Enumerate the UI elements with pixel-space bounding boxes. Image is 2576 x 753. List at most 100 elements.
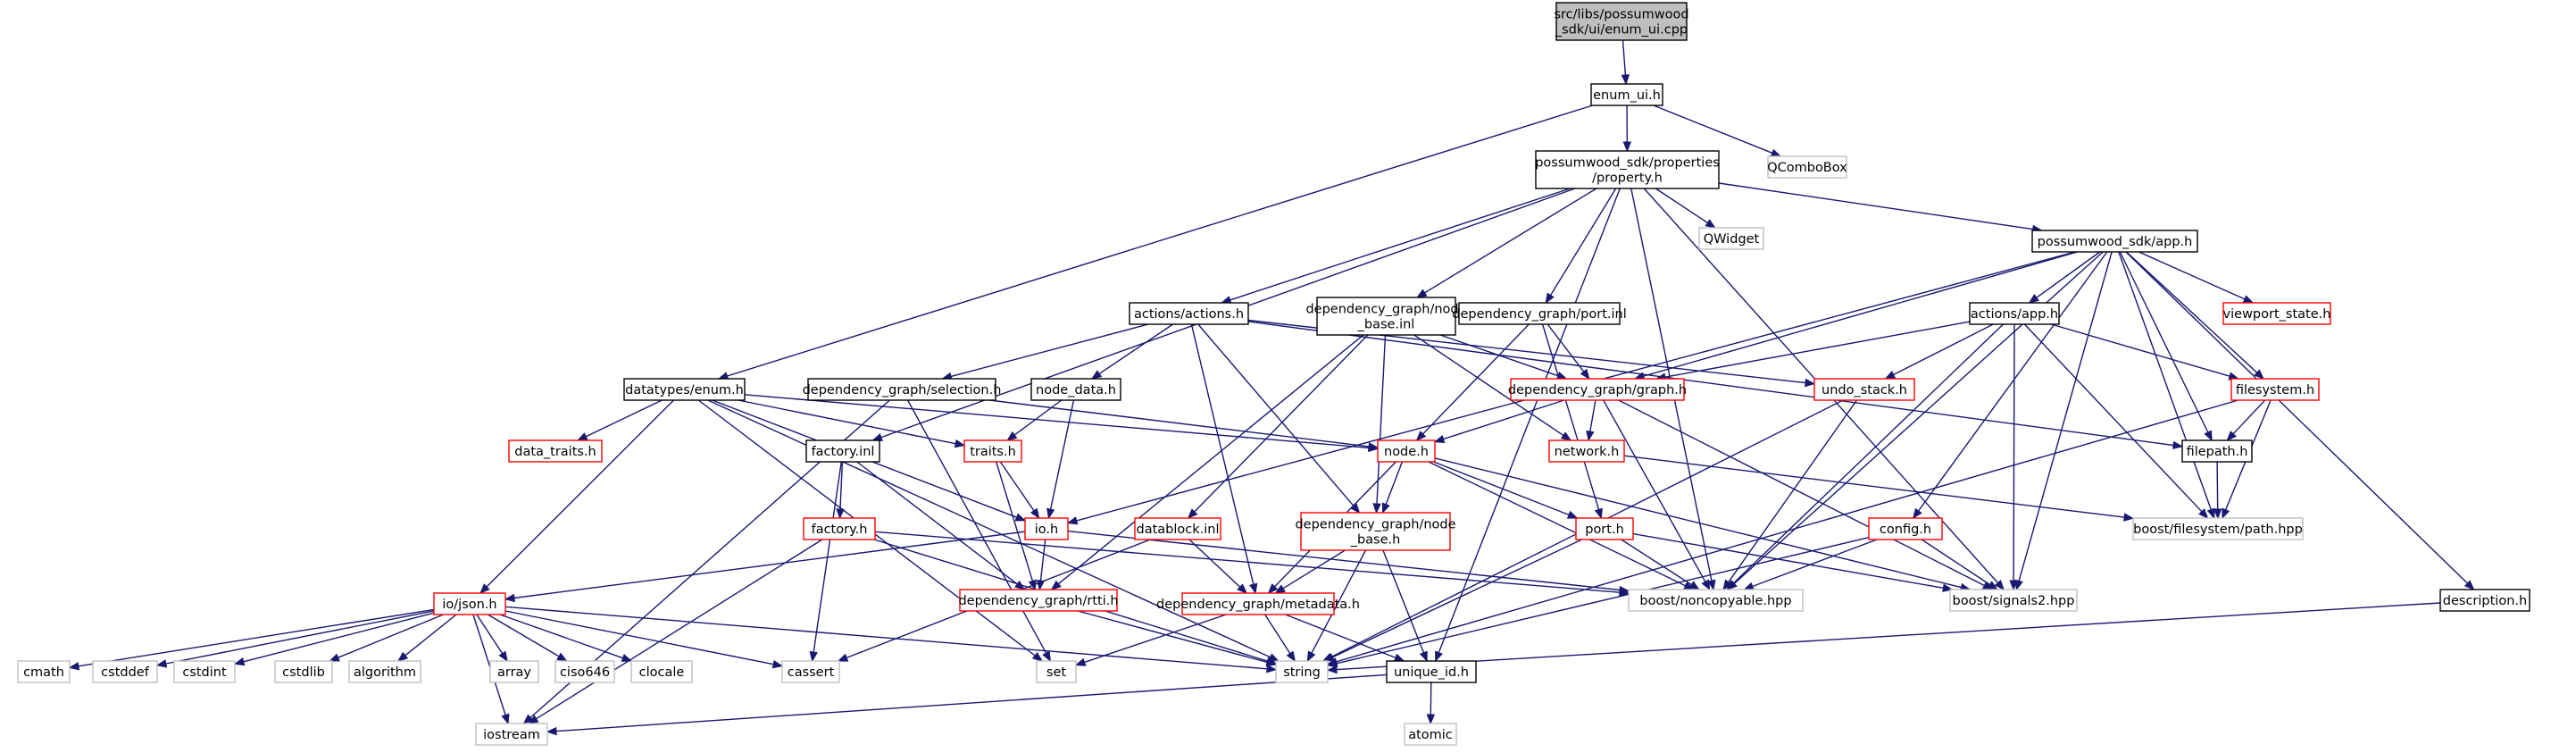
node-app[interactable]: possumwood_sdk/app.h <box>2031 230 2198 253</box>
node-box <box>1949 589 2078 612</box>
edge-actions_actions-to-node_base_h <box>1197 323 1361 515</box>
node-label: cassert <box>788 665 835 680</box>
node-box <box>92 660 158 683</box>
edge-property-to-unique_id <box>1435 188 1621 663</box>
edge-io_json-to-algorithm <box>396 614 457 662</box>
arrowhead <box>479 583 490 594</box>
node-io-h[interactable]: io.h <box>1024 517 1069 540</box>
edge-metadata-to-set <box>1074 614 1227 666</box>
arrowhead <box>1372 503 1381 515</box>
node-node-base-h[interactable]: dependency_graph/node_base.h <box>1295 512 1456 551</box>
node-box <box>1134 517 1221 540</box>
node-metadata[interactable]: dependency_graph/metadata.h <box>1156 592 1360 615</box>
edge-app-to-config <box>1912 251 2108 520</box>
node-box <box>2031 230 2198 253</box>
node-label: network.h <box>1555 445 1620 459</box>
node-label: _base.inl <box>1357 317 1415 331</box>
node-filesystem[interactable]: filesystem.h <box>2230 378 2320 401</box>
node-array: array <box>489 660 539 683</box>
node-box <box>508 439 603 463</box>
node-box <box>1535 150 1720 189</box>
node-cmath: cmath <box>17 660 71 683</box>
arrowhead <box>155 659 168 668</box>
node-data-traits[interactable]: data_traits.h <box>508 439 603 463</box>
node-box <box>1386 660 1477 683</box>
edge-factory_inl-to-cassert <box>809 461 842 663</box>
node-datatypes-enum[interactable]: datatypes/enum.h <box>623 378 746 401</box>
arrowhead <box>1265 657 1278 666</box>
node-node-data[interactable]: node_data.h <box>1030 378 1121 401</box>
node-factory-inl[interactable]: factory.inl <box>805 439 880 463</box>
node-actions-app[interactable]: actions/app.h <box>1969 302 2060 325</box>
node-property[interactable]: possumwood_sdk/properties/property.h <box>1535 150 1720 189</box>
node-label: iostream <box>483 728 540 742</box>
edge-io_json-to-clocale <box>499 614 633 662</box>
edge-config-to-signals2 <box>1921 539 1998 590</box>
node-port-h[interactable]: port.h <box>1575 517 1634 540</box>
node-box <box>274 660 333 683</box>
node-traits[interactable]: traits.h <box>963 439 1022 463</box>
node-unique-id[interactable]: unique_id.h <box>1386 660 1477 683</box>
arrowhead <box>1622 141 1632 153</box>
node-label: dependency_graph/port.inl <box>1452 307 1626 322</box>
edge-actions_app-to-signals2 <box>2009 323 2018 591</box>
node-label: set <box>1046 665 1066 680</box>
edge-graph-to-node_h <box>1433 399 1565 443</box>
arrowhead <box>1393 653 1405 662</box>
edge-node_base_inl-to-node_base_h <box>1372 334 1387 515</box>
edge-node_h-to-noncopyable <box>1428 461 1695 590</box>
edge-metadata-to-unique_id <box>1285 614 1405 662</box>
arrowhead <box>2198 508 2209 519</box>
node-network[interactable]: network.h <box>1548 439 1625 463</box>
node-box <box>1030 378 1121 401</box>
edge-property-to-qwidget <box>1655 188 1716 229</box>
arrowhead <box>576 432 588 441</box>
node-box <box>623 378 746 401</box>
node-boost-path: boost/filesystem/path.hpp <box>2132 517 2304 540</box>
node-root[interactable]: src/libs/possumwood_sdk/ui/enum_ui.cpp <box>1554 2 1689 41</box>
arrowhead <box>2009 580 2018 591</box>
edge-unique_id-to-iostream <box>546 674 1388 736</box>
node-enum-ui[interactable]: enum_ui.h <box>1590 83 1663 106</box>
node-rtti[interactable]: dependency_graph/rtti.h <box>958 589 1119 612</box>
arrowhead <box>2206 507 2215 520</box>
node-box <box>1129 302 1249 325</box>
arrowhead <box>527 715 539 724</box>
node-box <box>489 660 539 683</box>
edge-port_inl-to-node_h <box>1415 323 1530 441</box>
node-io-json[interactable]: io/json.h <box>433 592 506 615</box>
node-node-base-inl[interactable]: dependency_graph/node_base.inl <box>1305 297 1467 336</box>
node-viewport-state[interactable]: viewport_state.h <box>2222 302 2331 325</box>
node-label: /property.h <box>1592 171 1663 185</box>
node-box <box>803 517 876 540</box>
node-config[interactable]: config.h <box>1868 517 1943 540</box>
node-graph[interactable]: dependency_graph/graph.h <box>1508 378 1687 401</box>
arrowhead <box>1249 582 1258 595</box>
edge-rtti-to-string <box>1078 610 1278 666</box>
arrowhead <box>498 650 508 663</box>
node-signals2: boost/signals2.hpp <box>1949 589 2078 612</box>
node-label: filepath.h <box>2187 445 2248 459</box>
node-label: node.h <box>1384 445 1429 459</box>
node-actions-actions[interactable]: actions/actions.h <box>1129 302 1249 325</box>
edge-enum_ui-to-qcombobox <box>1653 105 1782 157</box>
node-description[interactable]: description.h <box>2439 589 2530 612</box>
node-datablock[interactable]: datablock.inl <box>1134 517 1221 540</box>
node-filepath[interactable]: filepath.h <box>2181 439 2253 463</box>
node-selection[interactable]: dependency_graph/selection.h <box>803 378 1002 401</box>
edges-layer <box>68 39 2475 736</box>
edge-actions_app-to-boost_path <box>2023 323 2209 519</box>
node-label: actions/app.h <box>1971 307 2058 322</box>
node-node-h[interactable]: node.h <box>1377 439 1436 463</box>
arrowhead <box>556 652 568 662</box>
node-set: set <box>1036 660 1077 683</box>
arrowhead <box>1415 431 1427 441</box>
arrowhead <box>1326 659 1338 668</box>
node-port-inl[interactable]: dependency_graph/port.inl <box>1452 302 1627 325</box>
node-factory-h[interactable]: factory.h <box>803 517 876 540</box>
arrowhead <box>1987 581 1998 590</box>
node-undo-stack[interactable]: undo_stack.h <box>1813 378 1915 401</box>
arrowhead <box>2172 440 2184 450</box>
edge-actions_actions-to-metadata <box>1190 323 1258 595</box>
arrowhead <box>68 662 80 671</box>
